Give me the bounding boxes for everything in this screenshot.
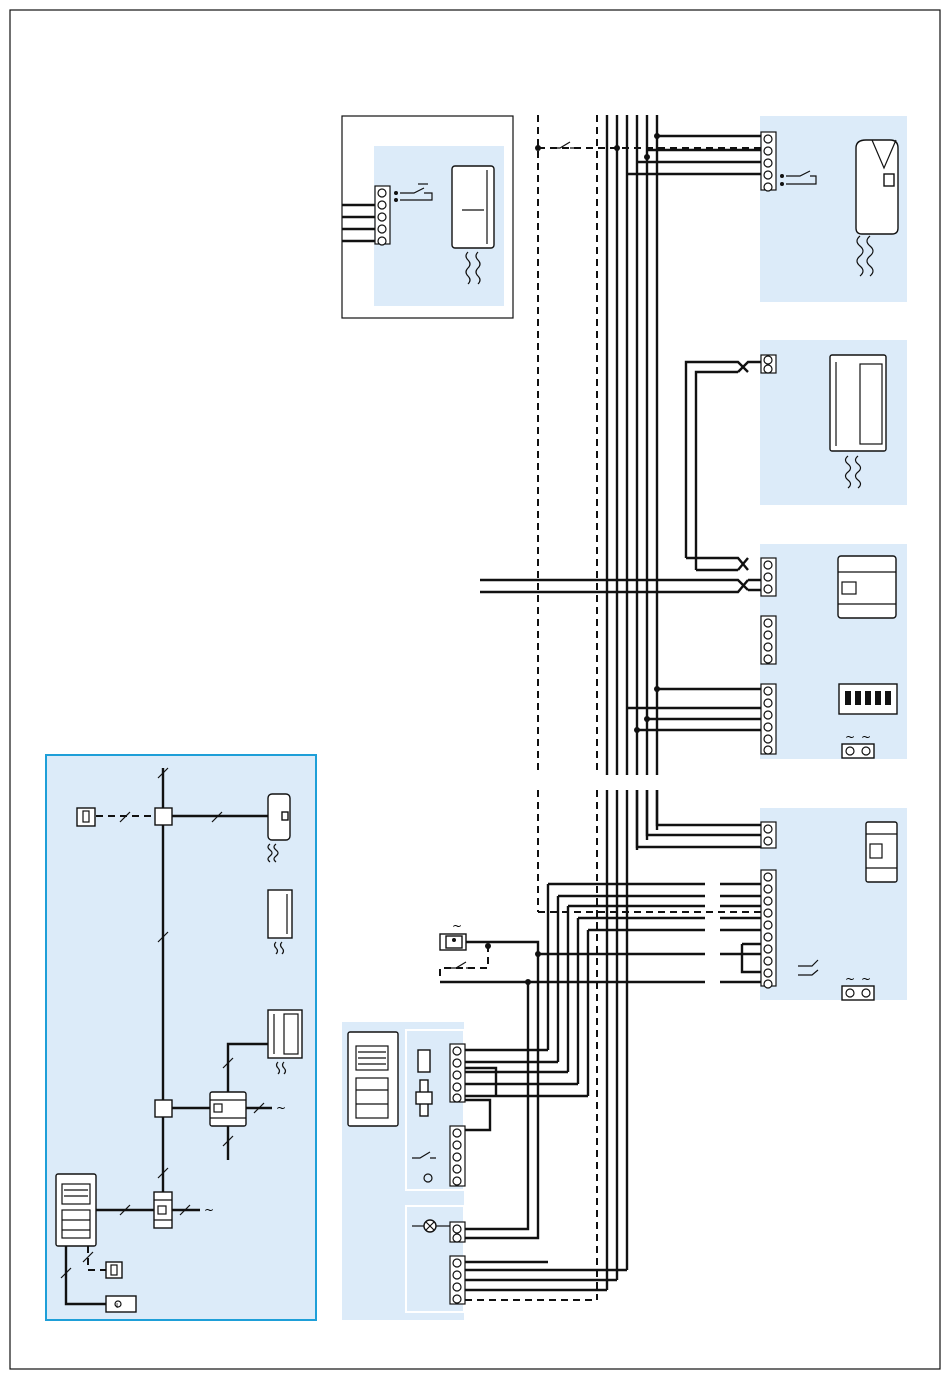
ac-supply-label: ~ [845, 972, 855, 986]
terminal-block [761, 355, 776, 373]
ac-supply-label: ~ [204, 1203, 214, 1217]
controller-icon [866, 822, 897, 882]
door-lock-icon [440, 934, 466, 950]
ac-supply-label: ~ [861, 730, 871, 744]
ac-supply-label: ~ [276, 1101, 286, 1115]
ac-supply-label: ~ [845, 730, 855, 744]
controller-icon [154, 1192, 172, 1228]
key-switch-label: I [116, 1302, 118, 1310]
panel-overview-schematic: ~ ~ I [46, 755, 316, 1320]
ac-supply-label: ~ [861, 972, 871, 986]
ac-terminal-icon [842, 986, 874, 1000]
ac-supply-label: ~ [452, 919, 462, 933]
terminal-block [761, 132, 776, 191]
terminal-block [761, 558, 776, 754]
door-lock-icon [106, 1296, 136, 1312]
inset-handset-panel [342, 116, 513, 318]
dip-switch-icon [839, 684, 897, 714]
terminal-block [450, 1044, 465, 1304]
lamp-icon [424, 1220, 436, 1232]
terminal-block [761, 822, 776, 988]
entry-panel-icon [56, 1174, 96, 1246]
terminal-block [375, 186, 390, 245]
entry-panel-icon [348, 1032, 398, 1126]
power-supply-icon [210, 1092, 246, 1126]
ac-terminal-icon [842, 744, 874, 758]
power-supply-icon [838, 556, 896, 618]
